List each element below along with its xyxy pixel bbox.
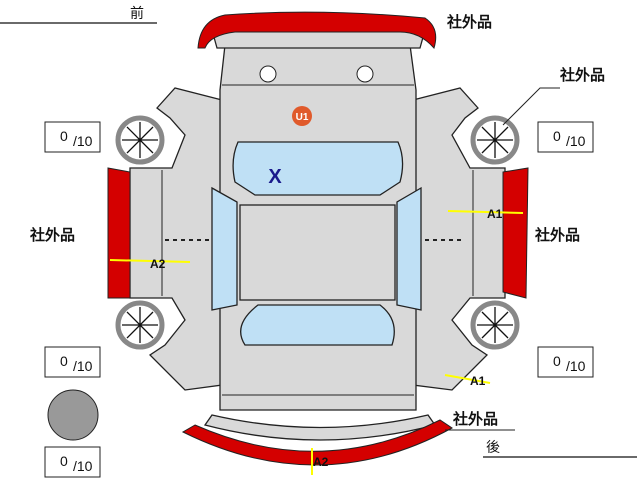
score-value: 0	[553, 128, 561, 144]
score-value: 0	[553, 353, 561, 369]
wheel-front-right[interactable]	[470, 115, 520, 165]
marker-line	[444, 374, 491, 384]
roof[interactable]	[239, 204, 396, 301]
wheel-rear-left[interactable]	[115, 300, 165, 350]
right-front-wheel-label: 社外品	[559, 66, 605, 84]
a1-mark-right-door[interactable]: A1	[487, 207, 503, 221]
left-headlight	[259, 65, 277, 83]
wheel-rear-right[interactable]	[470, 300, 520, 350]
score-max: /10	[566, 358, 586, 374]
a2-mark-rear-bumper[interactable]: A2	[313, 455, 329, 469]
score-box-front-left[interactable]	[44, 121, 101, 153]
score-max: /10	[566, 133, 586, 149]
score-box-front-right[interactable]	[537, 121, 594, 153]
front-grille	[211, 29, 426, 49]
spare-tire-icon[interactable]	[47, 389, 99, 441]
score-max: /10	[73, 358, 93, 374]
a1-mark-right-rear[interactable]: A1	[470, 374, 486, 388]
score-value: 0	[60, 453, 68, 469]
right-side-label: 社外品	[534, 226, 580, 244]
left-side-aftermarket[interactable]	[107, 167, 131, 299]
rear-window[interactable]	[240, 304, 395, 346]
callout-line	[502, 87, 560, 126]
score-max: /10	[73, 458, 93, 474]
score-box-rear-left[interactable]	[44, 346, 101, 378]
score-box-spare[interactable]	[44, 446, 101, 478]
marker-line	[447, 210, 524, 214]
windshield[interactable]	[232, 141, 404, 196]
front-bumper-label: 社外品	[446, 13, 492, 31]
rear-bumper-aftermarket[interactable]	[181, 419, 453, 466]
marker-line	[109, 259, 191, 263]
x-mark[interactable]: X	[268, 166, 282, 188]
rear-bumper-inner	[203, 414, 437, 441]
wheel-front-left[interactable]	[115, 115, 165, 165]
score-box-rear-right[interactable]	[537, 346, 594, 378]
right-window[interactable]	[396, 186, 422, 311]
left-window[interactable]	[211, 186, 238, 311]
rear-label: 後	[486, 440, 500, 456]
a2-mark-left-door[interactable]: A2	[150, 257, 166, 271]
left-side-label: 社外品	[29, 226, 75, 244]
u1-marker[interactable]	[292, 106, 312, 126]
right-headlight	[356, 65, 374, 83]
u1-mark-label: U1	[296, 112, 309, 123]
front-label: 前	[130, 5, 144, 22]
score-value: 0	[60, 353, 68, 369]
right-side-aftermarket[interactable]	[502, 167, 529, 299]
rear-bumper-label: 社外品	[452, 410, 498, 428]
score-max: /10	[73, 133, 93, 149]
front-bumper-aftermarket[interactable]	[197, 11, 437, 50]
score-value: 0	[60, 128, 68, 144]
